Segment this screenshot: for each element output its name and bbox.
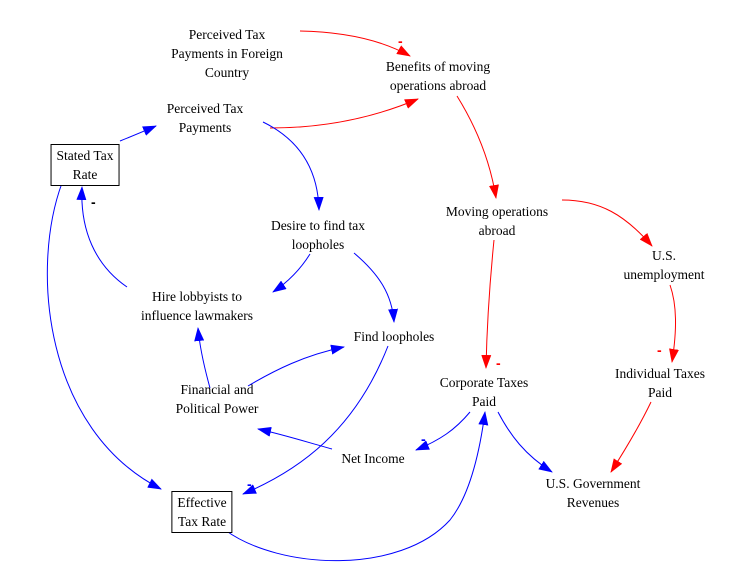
link-financial-power-to-find-loopholes xyxy=(247,344,345,387)
node-hire-lobbyists: Hire lobbyists to influence lawmakers xyxy=(141,287,253,325)
link-stated-tax-rate-to-effective-tax-rate xyxy=(46,182,162,490)
link-stated-tax-rate-to-perceived-tax xyxy=(119,125,157,142)
node-desire-loopholes: Desire to find tax loopholes xyxy=(271,216,365,254)
link-us-unemployment-to-individual-taxes xyxy=(669,284,679,363)
node-label-line: Tax Rate xyxy=(177,514,227,529)
node-label-line: U.S. xyxy=(651,248,676,263)
link-perceived-tax-to-desire-loopholes xyxy=(262,121,324,211)
node-label-line: Country xyxy=(204,65,250,80)
link-moving-ops-to-us-unemployment xyxy=(561,199,653,247)
node-label-line: Perceived Tax xyxy=(166,101,244,116)
node-label-line: Payments xyxy=(178,120,232,135)
link-perceived-tax-foreign-to-benefits-moving xyxy=(299,30,411,57)
node-label-line: Desire to find tax xyxy=(270,218,366,233)
node-label-line: Benefits of moving xyxy=(385,59,491,74)
link-perceived-tax-to-benefits-moving xyxy=(269,98,419,129)
node-label-line: Revenues xyxy=(566,495,620,510)
node-label-line: Corporate Taxes xyxy=(439,375,529,390)
node-label-line: influence lawmakers xyxy=(140,308,254,323)
node-find-loopholes: Find loopholes xyxy=(354,327,435,346)
node-label-line: Moving operations xyxy=(445,204,549,219)
polarity-sign: - xyxy=(247,476,252,492)
node-label-line: Hire lobbyists to xyxy=(151,289,242,304)
node-label-line: Individual Taxes xyxy=(615,366,705,381)
link-financial-power-to-hire-lobbyists xyxy=(194,327,211,389)
link-individual-taxes-to-us-gov-revenues xyxy=(610,401,652,473)
node-label-line: Financial and xyxy=(180,382,254,397)
link-corporate-taxes-to-us-gov-revenues xyxy=(497,411,553,473)
polarity-sign: - xyxy=(496,355,501,371)
link-benefits-moving-to-moving-ops xyxy=(456,95,499,199)
node-label-line: Paid xyxy=(471,394,496,409)
link-net-income-to-financial-power xyxy=(257,426,333,450)
node-label-line: Political Power xyxy=(175,401,259,416)
node-label-line: unemployment xyxy=(623,267,705,282)
link-effective-tax-rate-to-corporate-taxes xyxy=(224,411,489,562)
link-corporate-taxes-to-net-income xyxy=(415,411,471,451)
node-label-line: Perceived Tax xyxy=(188,27,266,42)
polarity-sign: - xyxy=(421,431,426,447)
polarity-sign: - xyxy=(398,33,403,49)
link-moving-ops-to-corporate-taxes xyxy=(481,239,495,369)
node-label-line: Stated Tax xyxy=(56,148,114,163)
node-label-line: Payments in Foreign xyxy=(171,46,283,61)
node-benefits-moving: Benefits of moving operations abroad xyxy=(386,57,490,95)
node-label-line: Find loopholes xyxy=(353,329,435,344)
node-label-line: U.S. Government xyxy=(545,476,641,491)
node-label-line: Effective xyxy=(177,495,227,510)
node-net-income: Net Income xyxy=(341,449,404,468)
node-us-unemployment: U.S. unemployment xyxy=(624,246,705,284)
polarity-sign: - xyxy=(91,194,96,210)
node-moving-ops: Moving operations abroad xyxy=(446,202,548,240)
node-label-line: loopholes xyxy=(291,237,345,252)
link-desire-loopholes-to-hire-lobbyists xyxy=(272,253,311,293)
node-label-line: Rate xyxy=(72,167,98,182)
node-label-line: operations abroad xyxy=(389,78,487,93)
polarity-sign: - xyxy=(657,342,662,358)
node-label-line: Paid xyxy=(647,385,673,400)
link-find-loopholes-to-effective-tax-rate xyxy=(242,345,389,495)
link-desire-loopholes-to-find-loopholes xyxy=(353,252,399,323)
link-hire-lobbyists-to-stated-tax-rate xyxy=(76,186,128,288)
node-label-line: abroad xyxy=(478,223,516,238)
node-label-line: Net Income xyxy=(341,451,405,466)
